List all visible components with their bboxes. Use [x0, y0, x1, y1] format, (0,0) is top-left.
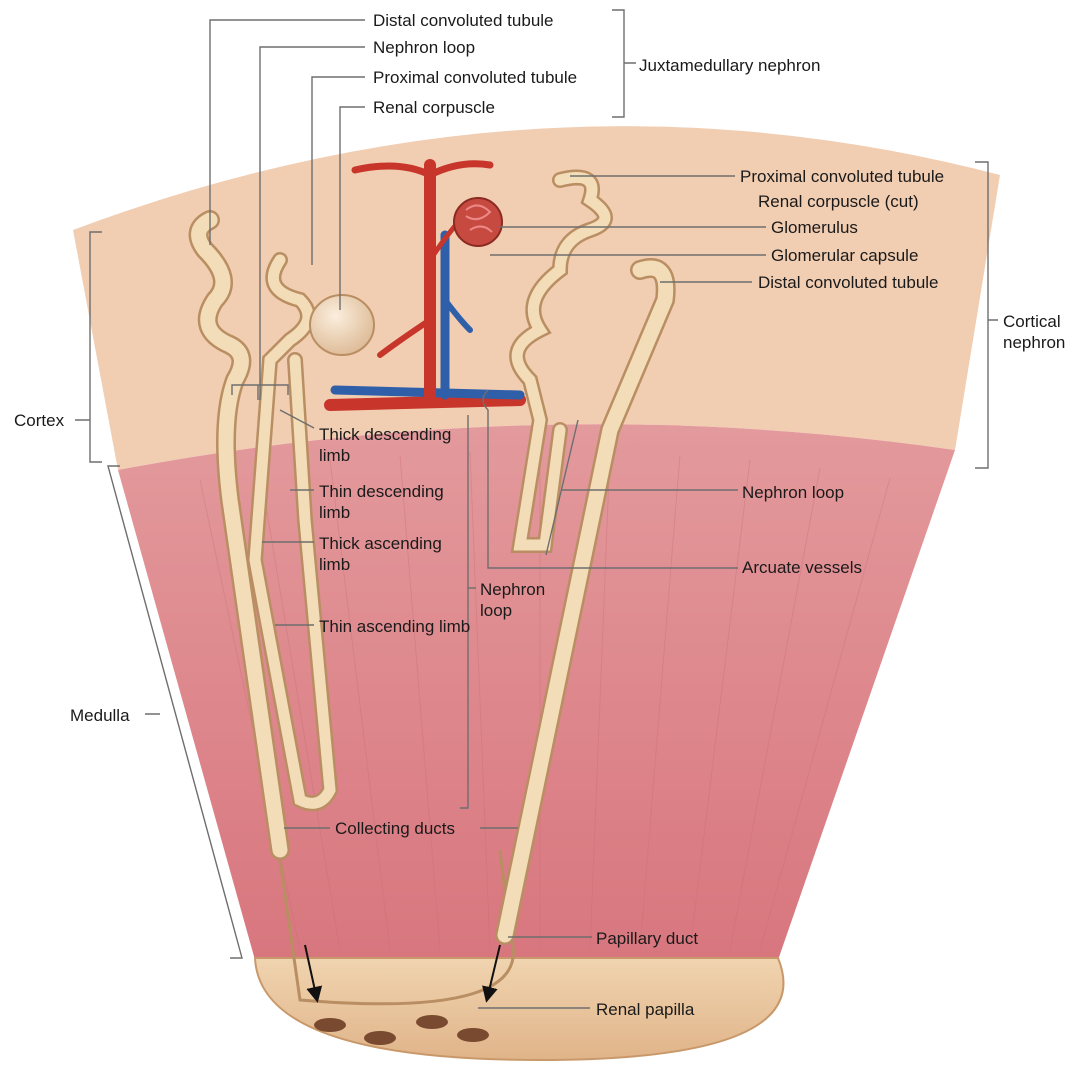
label-collecting-ducts: Collecting ducts — [335, 818, 455, 839]
label-arcuate-vessels: Arcuate vessels — [742, 557, 862, 578]
label-nephron-loop-top: Nephron loop — [373, 37, 475, 58]
label-cortex: Cortex — [14, 410, 64, 431]
label-thick-ascending-limb: Thick ascending limb — [319, 533, 474, 575]
label-nephron-loop-center: Nephron loop — [480, 579, 570, 621]
label-nephron-loop-right: Nephron loop — [742, 482, 844, 503]
medulla-region — [118, 424, 955, 960]
label-renal-corpuscle-cut: Renal corpuscle (cut) — [758, 191, 919, 212]
label-cortical-nephron: Cortical nephron — [1003, 311, 1081, 353]
label-medulla: Medulla — [70, 705, 130, 726]
label-thin-ascending-limb: Thin ascending limb — [319, 616, 474, 637]
label-papillary-duct: Papillary duct — [596, 928, 698, 949]
label-juxtamedullary-nephron: Juxtamedullary nephron — [639, 55, 820, 76]
label-glomerular-capsule: Glomerular capsule — [771, 245, 918, 266]
label-proximal-convoluted-tubule-top: Proximal convoluted tubule — [373, 67, 577, 88]
label-renal-corpuscle-top: Renal corpuscle — [373, 97, 495, 118]
label-thick-descending-limb: Thick descending limb — [319, 424, 479, 466]
label-distal-convoluted-tubule-right: Distal convoluted tubule — [758, 272, 939, 293]
label-renal-papilla: Renal papilla — [596, 999, 694, 1020]
label-thin-descending-limb: Thin descending limb — [319, 481, 479, 523]
renal-papilla-region — [255, 958, 783, 1060]
label-glomerulus: Glomerulus — [771, 217, 858, 238]
label-distal-convoluted-tubule-top: Distal convoluted tubule — [373, 10, 554, 31]
juxtamedullary-renal-corpuscle — [310, 295, 374, 355]
label-proximal-convoluted-tubule-right: Proximal convoluted tubule — [740, 166, 944, 187]
